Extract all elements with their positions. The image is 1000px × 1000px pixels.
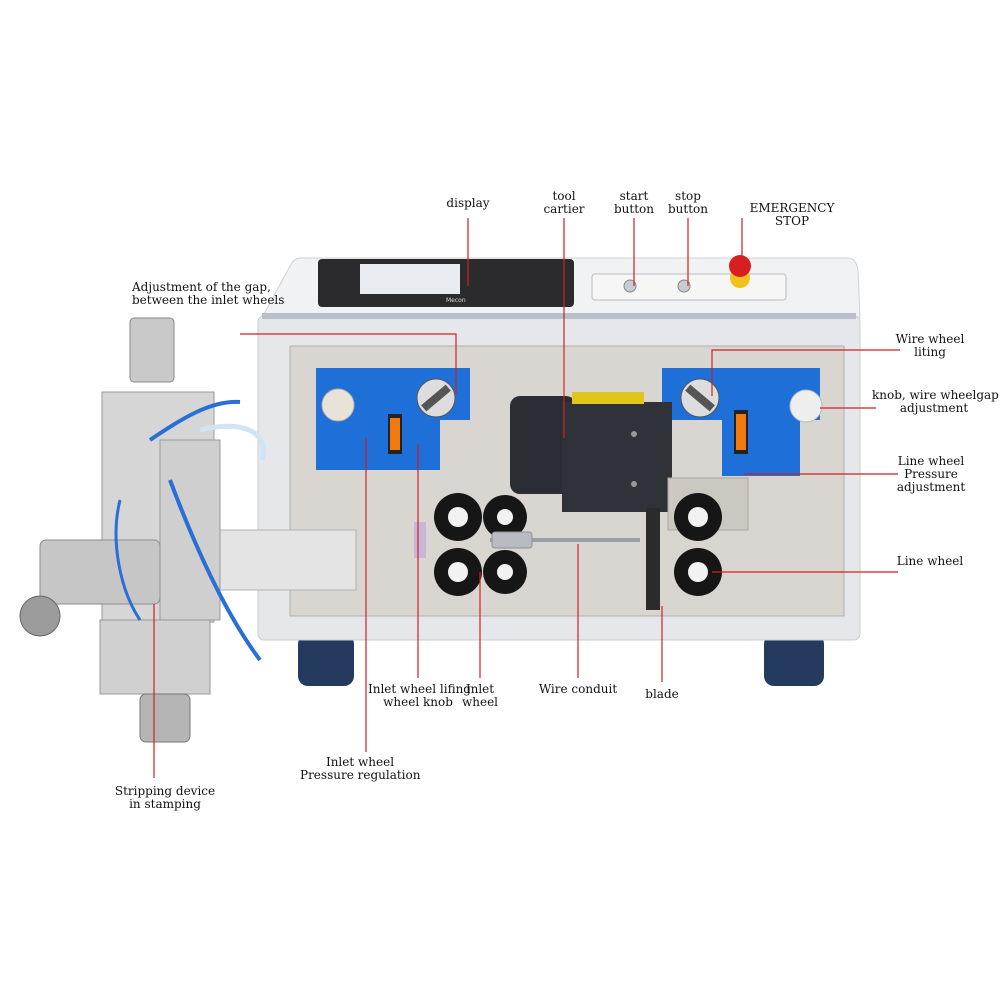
stripping-lower-block — [99, 619, 211, 695]
display-screen — [360, 264, 460, 294]
emergency-stop-button[interactable] — [729, 255, 751, 277]
label-emergency-stop: EMERGENCY STOP — [749, 201, 835, 228]
cylinder-top-fitting — [129, 317, 175, 383]
stripping-bottom-fitting — [139, 693, 191, 743]
wire-conduit-nozzle — [491, 531, 533, 549]
label-stripping-device: Stripping device in stamping — [114, 784, 216, 811]
label-blade: blade — [645, 687, 679, 701]
side-arm — [217, 529, 357, 591]
leader-wire-lift — [711, 349, 900, 396]
clear-tube — [199, 423, 266, 461]
pneumatic-tube-2 — [168, 479, 262, 662]
label-inlet-wheel: Inlet wheel — [461, 682, 499, 709]
right-pressure-orange[interactable] — [736, 414, 746, 450]
blade — [646, 508, 660, 610]
label-wire-conduit: Wire conduit — [538, 682, 618, 696]
right-foot — [764, 634, 824, 686]
label-tool-cartier: tool cartier — [543, 189, 585, 216]
start-button-knob[interactable] — [623, 279, 637, 293]
left-gap-knob[interactable] — [321, 388, 355, 422]
pneumatic-tube-3 — [114, 499, 142, 621]
label-line-wheel-pressure: Line wheel Pressure adjustment — [896, 454, 966, 494]
left-lift-lever — [421, 384, 451, 412]
label-display: display — [446, 196, 490, 210]
tool-carrier-rear — [510, 396, 576, 494]
line-wheel-top-hub — [688, 507, 708, 527]
tool-screw-2 — [631, 481, 637, 487]
label-wheelgap-knob: knob, wire wheelgap adjustment — [872, 388, 999, 415]
display-brand: Mecon — [446, 297, 466, 304]
stop-button-knob[interactable] — [677, 279, 691, 293]
label-stop-button: stop button — [667, 189, 708, 216]
feed-wheel-top-hub — [497, 509, 513, 525]
leader-gap — [240, 333, 457, 394]
label-gap-adjustment: Adjustment of the gap, between the inlet… — [132, 280, 285, 307]
label-start-button: start button — [613, 189, 654, 216]
line-wheel-bottom-hub — [688, 562, 708, 582]
horizontal-cylinder — [39, 539, 161, 605]
cylinder-end-nut — [19, 595, 61, 637]
left-foot — [298, 634, 354, 686]
right-gap-knob[interactable] — [789, 389, 823, 423]
tool-carrier-yellow — [572, 392, 644, 404]
trim-strip — [262, 313, 856, 319]
wire-conduit-tube — [490, 538, 640, 542]
feed-wheel-bottom-hub — [497, 564, 513, 580]
pneumatic-tube-1 — [148, 399, 241, 442]
inlet-wheel-bottom-hub — [448, 562, 468, 582]
inlet-wheel-top-hub — [448, 507, 468, 527]
inlet-guide — [414, 522, 426, 558]
tool-screw-1 — [631, 431, 637, 437]
tool-carrier-front — [562, 402, 672, 512]
label-inlet-pressure: Inlet wheel Pressure regulation — [300, 755, 421, 782]
label-wire-wheel-lifting: Wire wheel liting — [895, 332, 965, 359]
right-lift-lever — [685, 384, 715, 412]
left-pressure-orange[interactable] — [390, 418, 400, 450]
label-line-wheel: Line wheel — [896, 554, 964, 568]
label-inlet-lifting-knob: Inlet wheel lifing wheel knob — [368, 682, 471, 709]
